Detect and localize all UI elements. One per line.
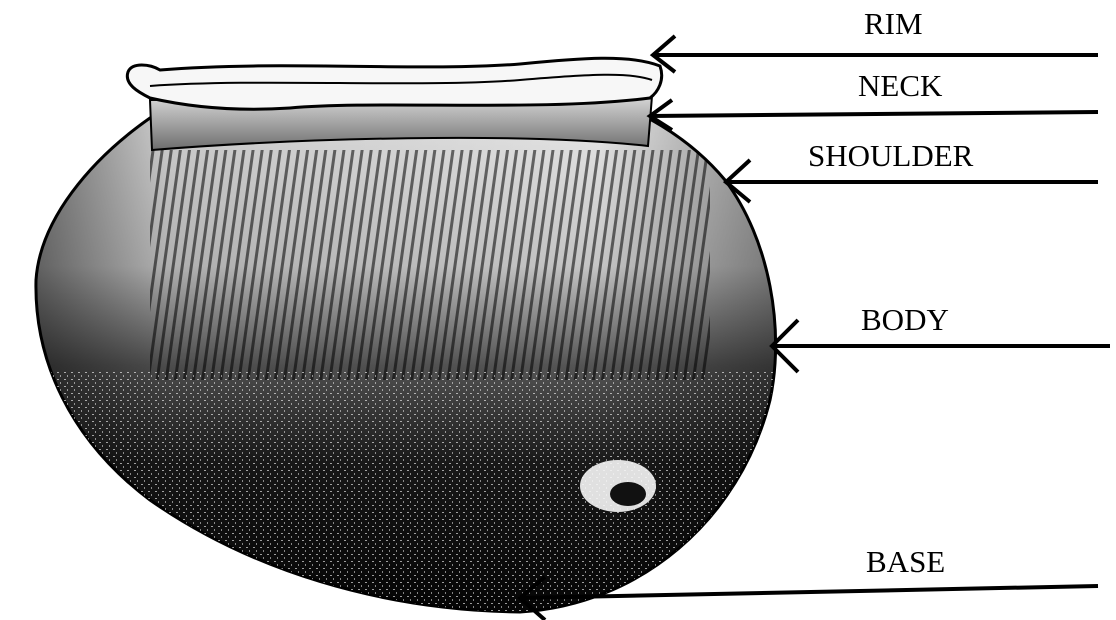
neck-label: NECK (858, 70, 942, 101)
rim-label: RIM (864, 8, 923, 39)
base-label: BASE (866, 546, 945, 577)
rim-pointer (653, 36, 1098, 72)
neck-pointer (650, 100, 1098, 130)
pot-illustration (30, 58, 790, 620)
body-label: BODY (861, 304, 949, 335)
shoulder-label: SHOULDER (808, 140, 973, 171)
